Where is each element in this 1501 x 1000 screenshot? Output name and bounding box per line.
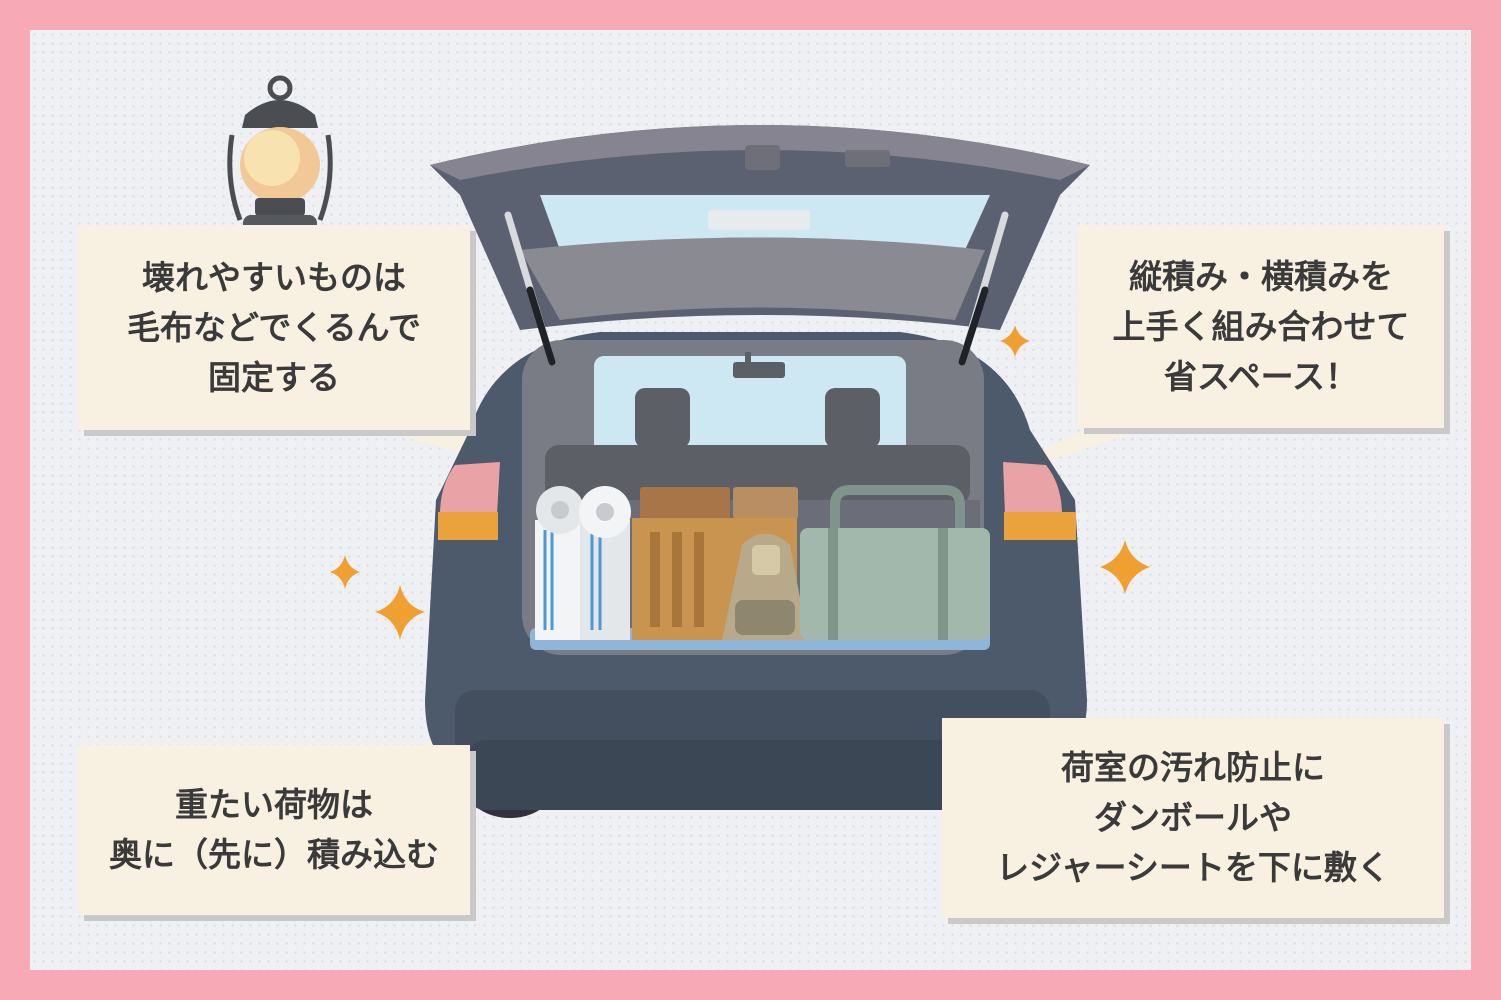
- sparkle-icon: [1000, 325, 1030, 357]
- callout-line: 固定する: [208, 357, 340, 397]
- sparkle-icon: [1100, 540, 1150, 594]
- lantern-icon: [227, 75, 333, 245]
- callout-line: レジャーシートを下に敷く: [996, 848, 1390, 887]
- taillight-right: [1003, 462, 1062, 515]
- callout-line: 荷室の汚れ防止に: [1061, 748, 1325, 787]
- callout-line: 縦積み・横積みを: [1129, 256, 1393, 296]
- callout-line: 壊れやすいものは: [142, 257, 406, 297]
- callout-line: 上手く組み合わせて: [1112, 306, 1410, 346]
- sparkle-icon: [330, 555, 360, 589]
- taillight-left: [440, 462, 500, 515]
- backpack: [722, 533, 808, 640]
- callout-line: 毛布などでくるんで: [126, 307, 422, 347]
- sparkle-icon: [375, 585, 425, 640]
- headrest-right: [825, 388, 880, 448]
- duffel-bag: [800, 485, 990, 640]
- callout-line: 省スペース！: [1163, 356, 1359, 396]
- callout-fragile: 壊れやすいものは 毛布などでくるんで 固定する: [78, 225, 470, 430]
- callout-line: 奥に（先に）積み込む: [109, 835, 439, 874]
- callout-protect: 荷室の汚れ防止に ダンボールや レジャーシートを下に敷く: [942, 718, 1444, 918]
- headrest-left: [635, 388, 690, 448]
- callout-stacking: 縦積み・横積みを 上手く組み合わせて 省スペース！: [1078, 225, 1444, 428]
- callout-line: 重たい荷物は: [175, 785, 373, 824]
- callout-heavy: 重たい荷物は 奥に（先に）積み込む: [78, 745, 470, 915]
- rolled-blankets: [535, 486, 631, 640]
- callout-line: ダンボールや: [1094, 798, 1292, 837]
